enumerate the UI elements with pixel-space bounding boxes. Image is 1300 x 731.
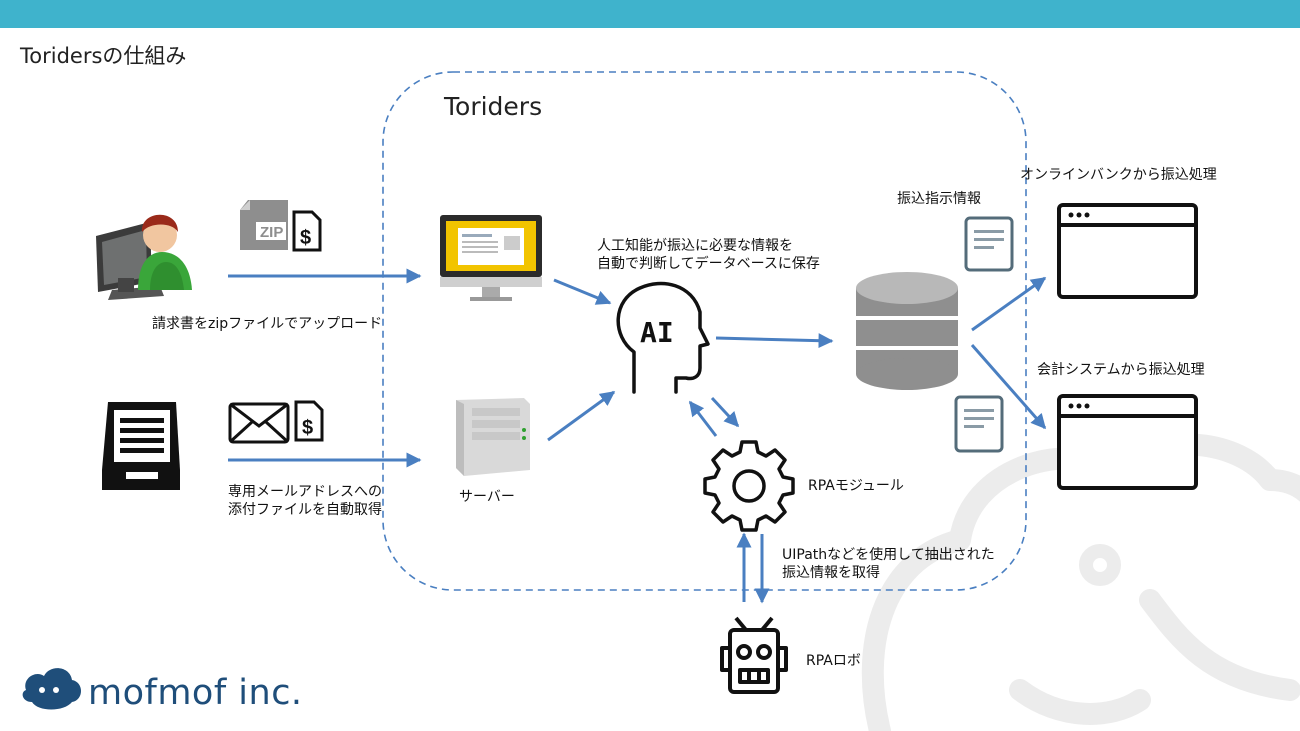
server-icon: [456, 398, 530, 476]
monitor-icon: [440, 215, 542, 301]
page-title: Toridersの仕組み: [20, 44, 187, 68]
zip-file-icon: ZIP: [240, 200, 288, 250]
toriders-boundary: [382, 71, 1027, 591]
label-ai-line1: 人工知能が振込に必要な情報を: [597, 238, 793, 254]
label-rpa-robot: RPAロボ: [806, 653, 861, 669]
envelope-icon: [228, 402, 290, 444]
arrow-gear-to-ai: [688, 400, 718, 437]
label-upload: 請求書をzipファイルでアップロード: [152, 316, 383, 332]
database-icon: [856, 272, 958, 390]
document-icon-top: [964, 216, 1014, 272]
dollar-document-icon-2: $: [294, 400, 324, 442]
user-computer-icon: [96, 214, 192, 300]
label-server: サーバー: [459, 489, 515, 505]
toriders-group-title: Toriders: [444, 92, 543, 121]
browser-window-icon-top: [1057, 203, 1198, 299]
zip-icon-text: ZIP: [260, 224, 283, 241]
ai-head-icon: AI: [616, 281, 710, 394]
label-online-bank: オンラインバンクから振込処理: [1020, 167, 1217, 183]
dollar-document-icon: $: [292, 210, 322, 252]
company-logo-text: mofmof inc.: [88, 673, 303, 713]
label-uipath-line1: UIPathなどを使用して抽出された: [782, 547, 995, 563]
dollar-icon-text-2: $: [302, 417, 313, 439]
cloud-eye-icon: [1079, 544, 1121, 586]
gear-icon: [703, 440, 795, 532]
label-uipath-line2: 振込情報を取得: [782, 565, 880, 581]
mofmof-logo-icon: [22, 668, 81, 710]
ai-icon-text: AI: [640, 316, 674, 349]
label-email-line2: 添付ファイルを自動取得: [228, 502, 382, 518]
top-bar: [0, 0, 1300, 28]
arrow-db-to-online-bank: [971, 276, 1047, 332]
dollar-icon-text: $: [300, 227, 311, 249]
browser-window-icon-bottom: [1057, 394, 1198, 490]
label-accounting: 会計システムから振込処理: [1037, 362, 1205, 378]
label-email-line1: 専用メールアドレスへの: [228, 484, 382, 500]
document-icon-bottom: [954, 395, 1004, 453]
arrow-server-to-ai: [547, 390, 616, 442]
arrow-ai-to-gear: [710, 396, 740, 428]
inbox-tray-icon: [102, 402, 180, 490]
robot-icon: [720, 616, 788, 694]
label-ai-line2: 自動で判断してデータベースに保存: [597, 256, 820, 272]
arrow-db-to-accounting: [970, 344, 1047, 430]
label-rpa-module: RPAモジュール: [808, 478, 904, 494]
arrow-ai-to-database: [715, 333, 834, 349]
arrow-monitor-to-ai: [553, 278, 612, 305]
label-transfer-info: 振込指示情報: [897, 191, 981, 207]
